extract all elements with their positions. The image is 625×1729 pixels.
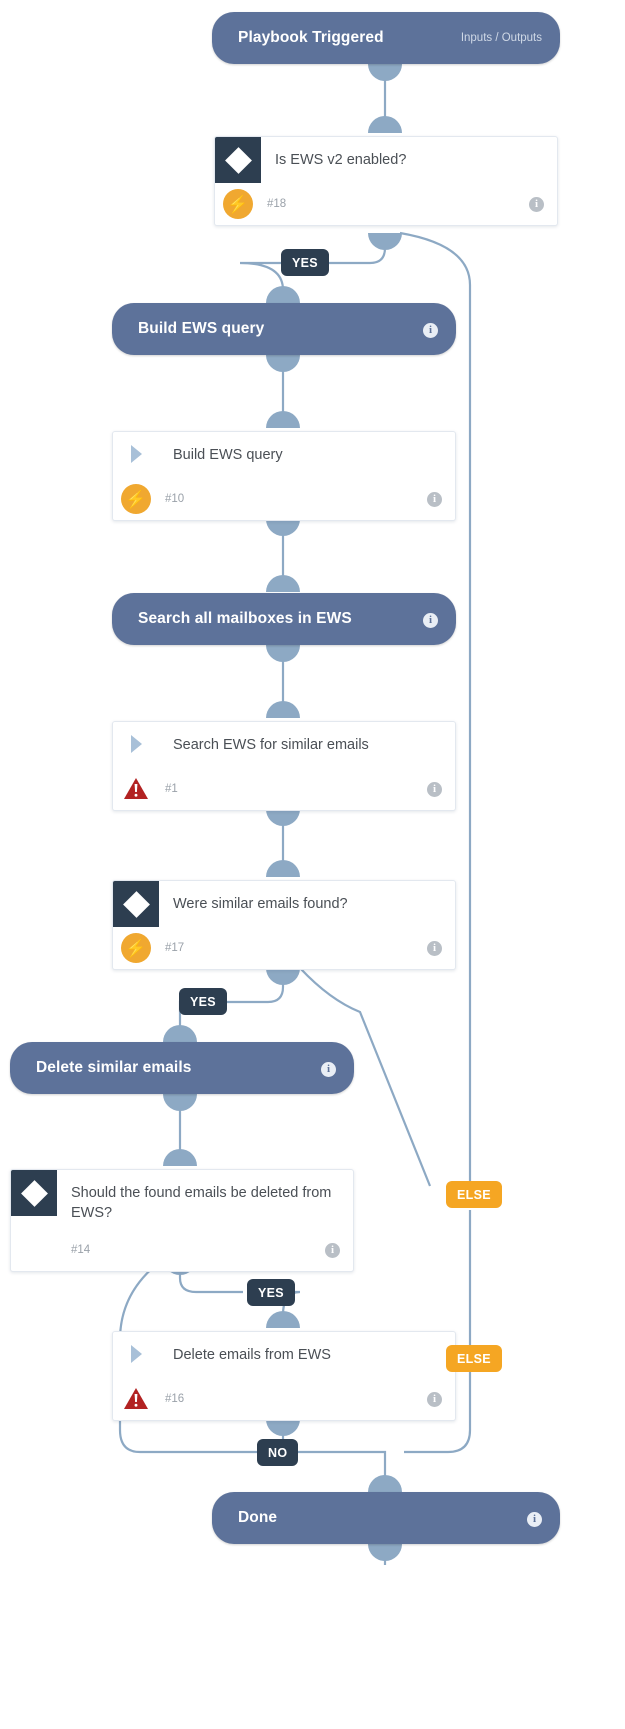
card-footer: ⚡ #18 i <box>215 183 557 225</box>
node-title: Search all mailboxes in EWS <box>138 610 352 627</box>
inlet-marker-n14 <box>163 1149 197 1166</box>
info-icon[interactable]: i <box>423 612 438 628</box>
outlet-marker-n16 <box>266 1419 300 1436</box>
info-icon-wrap: i <box>423 320 438 338</box>
node-section-search-all-mailboxes[interactable]: Search all mailboxes in EWS i <box>112 593 456 645</box>
node-search-ews-similar-emails[interactable]: Search EWS for similar emails #1 i <box>112 721 456 811</box>
card-footer: #1 i <box>113 768 455 810</box>
card-header: Build EWS query <box>113 432 455 478</box>
inlet-marker-sec1 <box>266 286 300 303</box>
node-title: Delete similar emails <box>36 1059 192 1076</box>
info-icon[interactable]: i <box>325 1242 340 1258</box>
chevron-icon <box>113 722 159 768</box>
warning-icon <box>121 1384 151 1414</box>
branch-label-no-14[interactable]: NO <box>257 1439 299 1466</box>
inlet-marker-n17 <box>266 860 300 877</box>
inlet-marker-done <box>368 1475 402 1492</box>
info-icon[interactable]: i <box>427 1391 442 1407</box>
node-is-ews-v2-enabled[interactable]: Is EWS v2 enabled? ⚡ #18 i <box>214 136 558 226</box>
node-inputs-outputs-label[interactable]: Inputs / Outputs <box>460 32 542 44</box>
card-header: Delete emails from EWS <box>113 1332 455 1378</box>
outlet-marker-n1 <box>266 809 300 826</box>
outlet-marker-done <box>368 1544 402 1561</box>
node-title: Done <box>238 1509 278 1526</box>
info-icon[interactable]: i <box>427 781 442 797</box>
lightning-icon: ⚡ <box>121 933 151 963</box>
info-icon[interactable]: i <box>423 322 438 338</box>
inlet-marker-n1 <box>266 701 300 718</box>
inlet-marker-sec3 <box>163 1025 197 1042</box>
inlet-marker-n16 <box>266 1311 300 1328</box>
branch-label-yes-14[interactable]: YES <box>247 1279 295 1306</box>
node-number: #16 <box>165 1393 185 1405</box>
chevron-icon <box>113 432 159 478</box>
node-delete-emails-from-ews[interactable]: Delete emails from EWS #16 i <box>112 1331 456 1421</box>
outlet-marker-n18 <box>368 233 402 250</box>
branch-label-yes-18[interactable]: YES <box>281 249 329 276</box>
info-icon-wrap: i <box>423 610 438 628</box>
outlet-marker-start <box>368 64 402 81</box>
node-done[interactable]: Done i <box>212 1492 560 1544</box>
diamond-icon <box>113 881 159 927</box>
node-title: Build EWS query <box>138 320 265 337</box>
node-playbook-triggered[interactable]: Playbook Triggered Inputs / Outputs <box>212 12 560 64</box>
node-section-delete-similar-emails[interactable]: Delete similar emails i <box>10 1042 354 1094</box>
card-header: Search EWS for similar emails <box>113 722 455 768</box>
info-icon[interactable]: i <box>529 196 544 212</box>
node-were-similar-emails-found[interactable]: Were similar emails found? ⚡ #17 i <box>112 880 456 970</box>
info-icon[interactable]: i <box>321 1061 336 1077</box>
inlet-marker-n18 <box>368 116 402 133</box>
inlet-marker-n10 <box>266 411 300 428</box>
lightning-icon: ⚡ <box>223 189 253 219</box>
node-title: Search EWS for similar emails <box>173 737 369 753</box>
node-number: #14 <box>71 1244 91 1257</box>
node-title: Is EWS v2 enabled? <box>275 152 407 168</box>
info-icon[interactable]: i <box>427 491 442 507</box>
card-footer: ⚡ #10 i <box>113 478 455 520</box>
info-icon-wrap: i <box>527 1509 542 1527</box>
node-number: #18 <box>267 198 287 210</box>
node-number: #17 <box>165 942 185 954</box>
card-header: Should the found emails be deleted from … <box>11 1170 353 1229</box>
outlet-marker-n17 <box>266 968 300 985</box>
lightning-icon: ⚡ <box>121 484 151 514</box>
outlet-marker-sec2 <box>266 645 300 662</box>
chevron-icon <box>113 1332 159 1378</box>
node-title: Playbook Triggered <box>238 29 384 46</box>
node-should-emails-be-deleted[interactable]: Should the found emails be deleted from … <box>10 1169 354 1273</box>
card-header: Is EWS v2 enabled? <box>215 137 557 183</box>
node-title: Should the found emails be deleted from … <box>71 1185 332 1221</box>
outlet-marker-sec3 <box>163 1094 197 1111</box>
diamond-icon <box>215 137 261 183</box>
card-footer: #16 i <box>113 1378 455 1420</box>
diamond-icon <box>11 1170 57 1216</box>
branch-label-else-18[interactable]: ELSE <box>446 1181 502 1208</box>
outlet-marker-n10 <box>266 519 300 536</box>
node-title: Delete emails from EWS <box>173 1347 331 1363</box>
info-icon-wrap: i <box>321 1059 336 1077</box>
card-header: Were similar emails found? <box>113 881 455 927</box>
node-number: #10 <box>165 493 185 505</box>
branch-label-yes-17[interactable]: YES <box>179 988 227 1015</box>
node-title: Build EWS query <box>173 447 283 463</box>
outlet-marker-sec1 <box>266 355 300 372</box>
node-section-build-ews-query[interactable]: Build EWS query i <box>112 303 456 355</box>
node-build-ews-query[interactable]: Build EWS query ⚡ #10 i <box>112 431 456 521</box>
branch-label-else-17[interactable]: ELSE <box>446 1345 502 1372</box>
node-title: Were similar emails found? <box>173 896 348 912</box>
warning-icon <box>121 774 151 804</box>
info-icon[interactable]: i <box>527 1511 542 1527</box>
node-number: #1 <box>165 783 178 795</box>
info-icon[interactable]: i <box>427 940 442 956</box>
inlet-marker-sec2 <box>266 575 300 592</box>
card-footer: ⚡ #17 i <box>113 927 455 969</box>
card-footer: #14 i <box>11 1229 353 1271</box>
